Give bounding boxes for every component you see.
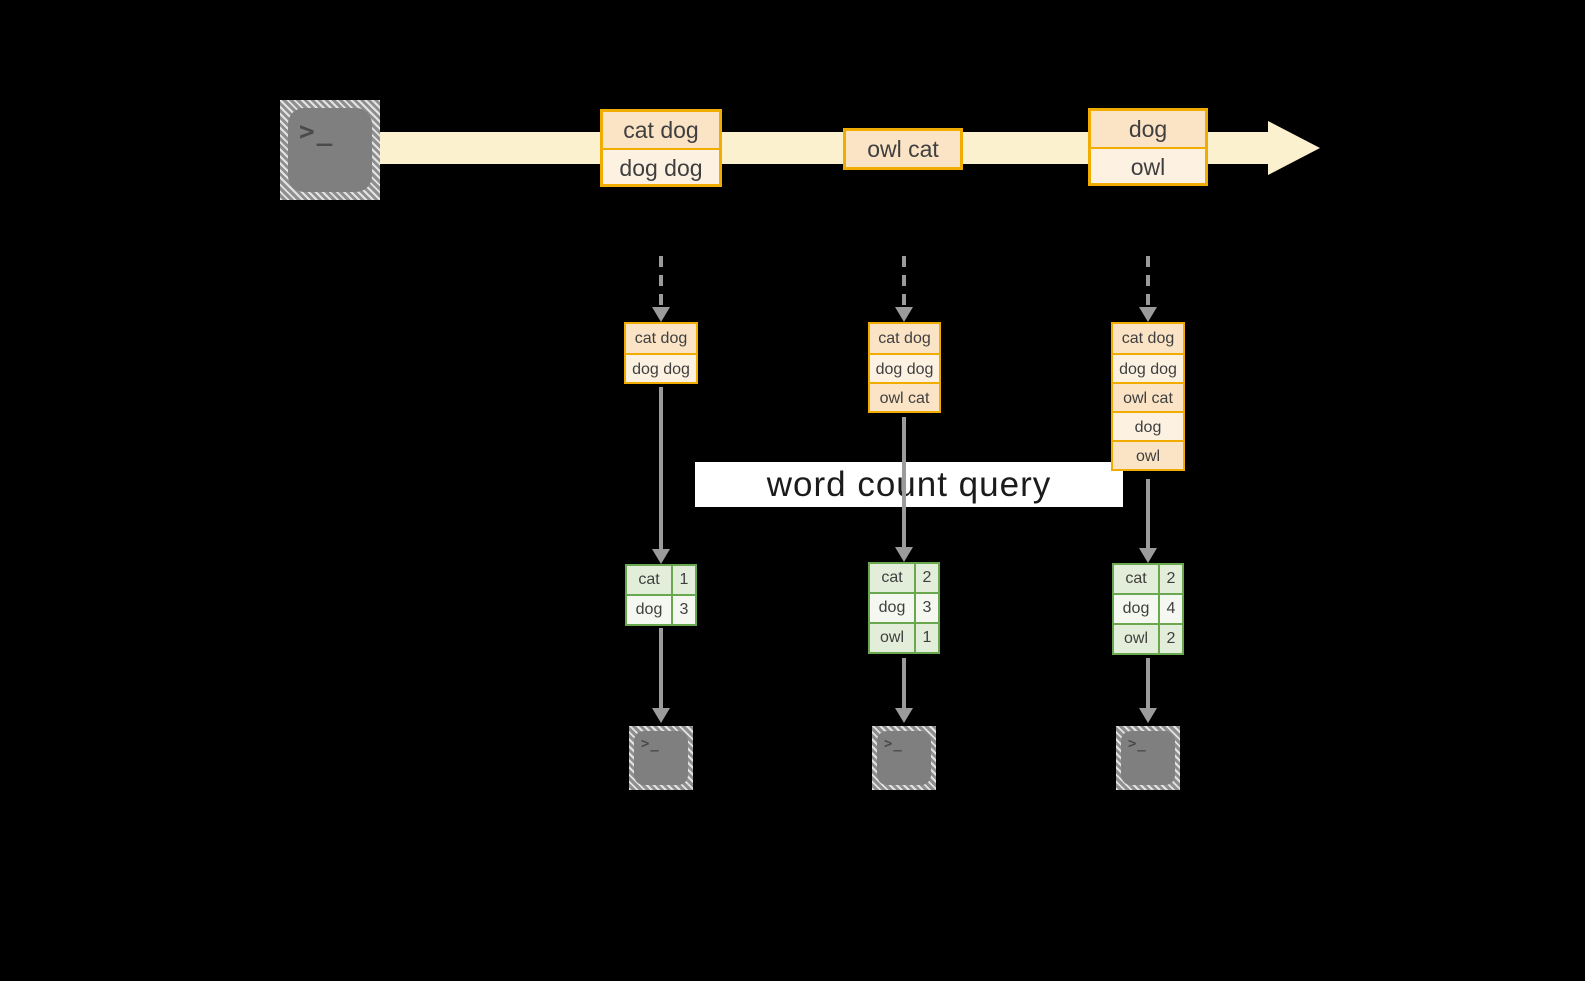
word-cell: dog [1114, 595, 1158, 623]
connector-arrow [895, 417, 913, 562]
counts-table: cat 1 dog 3 [625, 564, 697, 626]
state-record: owl cat [1113, 382, 1183, 411]
record-cell: dog dog [603, 148, 719, 184]
solid-line [902, 658, 906, 708]
counts-table: cat 2 dog 3 owl 1 [868, 562, 940, 654]
count-cell: 2 [1160, 565, 1182, 593]
terminal-screen: >_ [634, 731, 688, 785]
source-terminal-icon: >_ [280, 100, 380, 200]
state-record: owl [1113, 440, 1183, 469]
dashed-line [1146, 256, 1150, 307]
count-cell: 1 [673, 566, 695, 594]
state-box: cat dog dog dog [624, 322, 698, 384]
arrowhead-icon [895, 708, 913, 723]
dashed-line [659, 256, 663, 307]
terminal-screen: >_ [1121, 731, 1175, 785]
arrowhead-icon [652, 307, 670, 322]
word-cell: owl [1114, 625, 1158, 653]
connector-arrow [895, 658, 913, 723]
connector-arrow [652, 387, 670, 564]
stream-batch: cat dog dog dog [600, 109, 722, 187]
record-cell: cat dog [603, 112, 719, 148]
arrowhead-icon [1139, 307, 1157, 322]
word-cell: owl [870, 624, 914, 652]
terminal-screen: >_ [288, 108, 372, 192]
arrowhead-icon [652, 549, 670, 564]
solid-line [659, 628, 663, 708]
dashed-line [902, 256, 906, 307]
terminal-prompt-icon: >_ [1128, 736, 1147, 752]
connector-arrow [1139, 658, 1157, 723]
word-cell: cat [870, 564, 914, 592]
record-cell: owl [1091, 147, 1205, 183]
trigger-arrow [895, 256, 913, 322]
count-cell: 3 [673, 596, 695, 624]
word-cell: dog [870, 594, 914, 622]
word-cell: cat [627, 566, 671, 594]
terminal-screen: >_ [877, 731, 931, 785]
stream-batch: dog owl [1088, 108, 1208, 186]
count-cell: 1 [916, 624, 938, 652]
count-cell: 2 [916, 564, 938, 592]
state-box: cat dog dog dog owl cat dog owl [1111, 322, 1185, 471]
word-cell: dog [627, 596, 671, 624]
state-record: dog dog [1113, 353, 1183, 382]
terminal-prompt-icon: >_ [884, 736, 903, 752]
state-box: cat dog dog dog owl cat [868, 322, 941, 413]
state-record: cat dog [1113, 324, 1183, 353]
record-cell: dog [1091, 111, 1205, 147]
terminal-prompt-icon: >_ [641, 736, 660, 752]
connector-arrow [1139, 479, 1157, 563]
record-cell: owl cat [846, 131, 960, 167]
trigger-arrow [652, 256, 670, 322]
arrowhead-icon [895, 307, 913, 322]
output-terminal-icon: >_ [1116, 726, 1180, 790]
connector-arrow [652, 628, 670, 723]
query-label: word count query [695, 462, 1123, 507]
trigger-arrow [1139, 256, 1157, 322]
stream-arrowhead [1268, 121, 1320, 175]
count-cell: 3 [916, 594, 938, 622]
solid-line [1146, 658, 1150, 708]
solid-line [1146, 479, 1150, 548]
state-record: cat dog [626, 324, 696, 353]
count-cell: 4 [1160, 595, 1182, 623]
solid-line [902, 417, 906, 547]
stream-batch: owl cat [843, 128, 963, 170]
solid-line [659, 387, 663, 549]
state-record: cat dog [870, 324, 939, 353]
terminal-prompt-icon: >_ [299, 117, 335, 147]
state-record: dog dog [626, 353, 696, 382]
count-cell: 2 [1160, 625, 1182, 653]
state-record: owl cat [870, 382, 939, 411]
state-record: dog [1113, 411, 1183, 440]
arrowhead-icon [1139, 708, 1157, 723]
arrowhead-icon [895, 547, 913, 562]
word-cell: cat [1114, 565, 1158, 593]
arrowhead-icon [652, 708, 670, 723]
counts-table: cat 2 dog 4 owl 2 [1112, 563, 1184, 655]
state-record: dog dog [870, 353, 939, 382]
output-terminal-icon: >_ [872, 726, 936, 790]
output-terminal-icon: >_ [629, 726, 693, 790]
arrowhead-icon [1139, 548, 1157, 563]
